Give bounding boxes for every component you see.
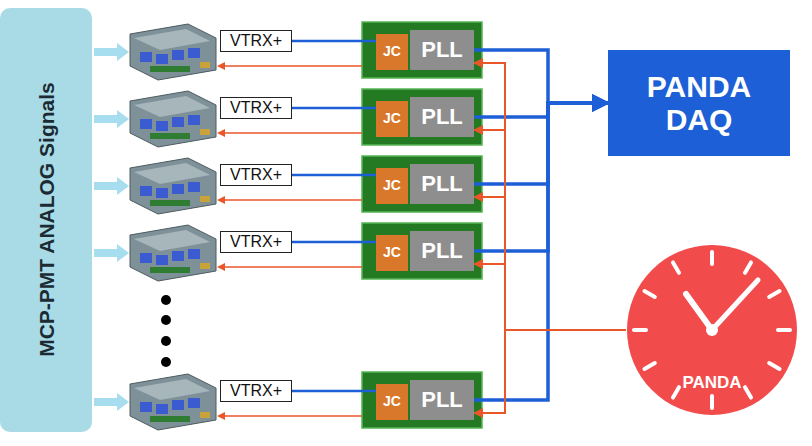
node-label: PLL bbox=[421, 172, 463, 196]
pll-box: PLL bbox=[410, 97, 474, 137]
pll-box: PLL bbox=[410, 30, 474, 70]
pll-box: PLL bbox=[410, 231, 474, 271]
clock-line bbox=[474, 63, 626, 330]
node-label: VTRX+ bbox=[230, 233, 282, 251]
transceiver-box: VTRX+ bbox=[220, 231, 292, 253]
signal-source-bar: MCP-PMT ANALOG Signals bbox=[0, 8, 92, 432]
data-line bbox=[292, 40, 376, 43]
clock-line bbox=[474, 130, 626, 330]
data-line bbox=[292, 390, 376, 393]
node-label: PANDA DAQ bbox=[634, 70, 764, 136]
ellipsis-dots bbox=[161, 295, 171, 367]
node-label: PLL bbox=[421, 105, 463, 129]
signal-arrow bbox=[94, 43, 129, 411]
node-label: VTRX+ bbox=[230, 99, 282, 117]
node-label: JC bbox=[383, 111, 401, 126]
data-line bbox=[474, 103, 608, 117]
node-label: PLL bbox=[421, 38, 463, 62]
clock-line bbox=[474, 264, 626, 330]
data-line bbox=[474, 103, 608, 184]
node-label: JC bbox=[383, 178, 401, 193]
node-label: VTRX+ bbox=[230, 166, 282, 184]
transceiver-box: VTRX+ bbox=[220, 380, 292, 402]
node-label: VTRX+ bbox=[230, 382, 282, 400]
data-line bbox=[474, 103, 608, 251]
transceiver-box: VTRX+ bbox=[220, 164, 292, 186]
node-label: JC bbox=[383, 394, 401, 409]
clock-line bbox=[474, 330, 626, 413]
data-line bbox=[292, 174, 376, 177]
node-label: MCP-PMT ANALOG Signals bbox=[34, 83, 57, 358]
transceiver-box: VTRX+ bbox=[220, 97, 292, 119]
pcb-picture bbox=[130, 24, 216, 430]
pll-box: PLL bbox=[410, 164, 474, 204]
jitter-cleaner-box: JC bbox=[376, 168, 408, 204]
jitter-cleaner-box: JC bbox=[376, 34, 408, 70]
data-line bbox=[292, 241, 376, 244]
data-line bbox=[292, 107, 376, 110]
node-label: JC bbox=[383, 245, 401, 260]
node-label: VTRX+ bbox=[230, 32, 282, 50]
data-line bbox=[474, 103, 608, 400]
transceiver-box: VTRX+ bbox=[220, 30, 292, 52]
jitter-cleaner-box: JC bbox=[376, 235, 408, 271]
node-label: PLL bbox=[421, 239, 463, 263]
clock-line bbox=[474, 197, 626, 330]
data-line bbox=[474, 50, 608, 103]
jitter-cleaner-box: JC bbox=[376, 384, 408, 420]
node-label: PANDA bbox=[626, 374, 798, 393]
pll-box: PLL bbox=[410, 380, 474, 420]
daq-box: PANDA DAQ bbox=[608, 50, 790, 156]
jitter-cleaner-box: JC bbox=[376, 101, 408, 137]
node-label: PLL bbox=[421, 388, 463, 412]
green-board bbox=[362, 22, 482, 428]
clock-face: PANDA bbox=[626, 244, 798, 416]
node-label: JC bbox=[383, 44, 401, 59]
